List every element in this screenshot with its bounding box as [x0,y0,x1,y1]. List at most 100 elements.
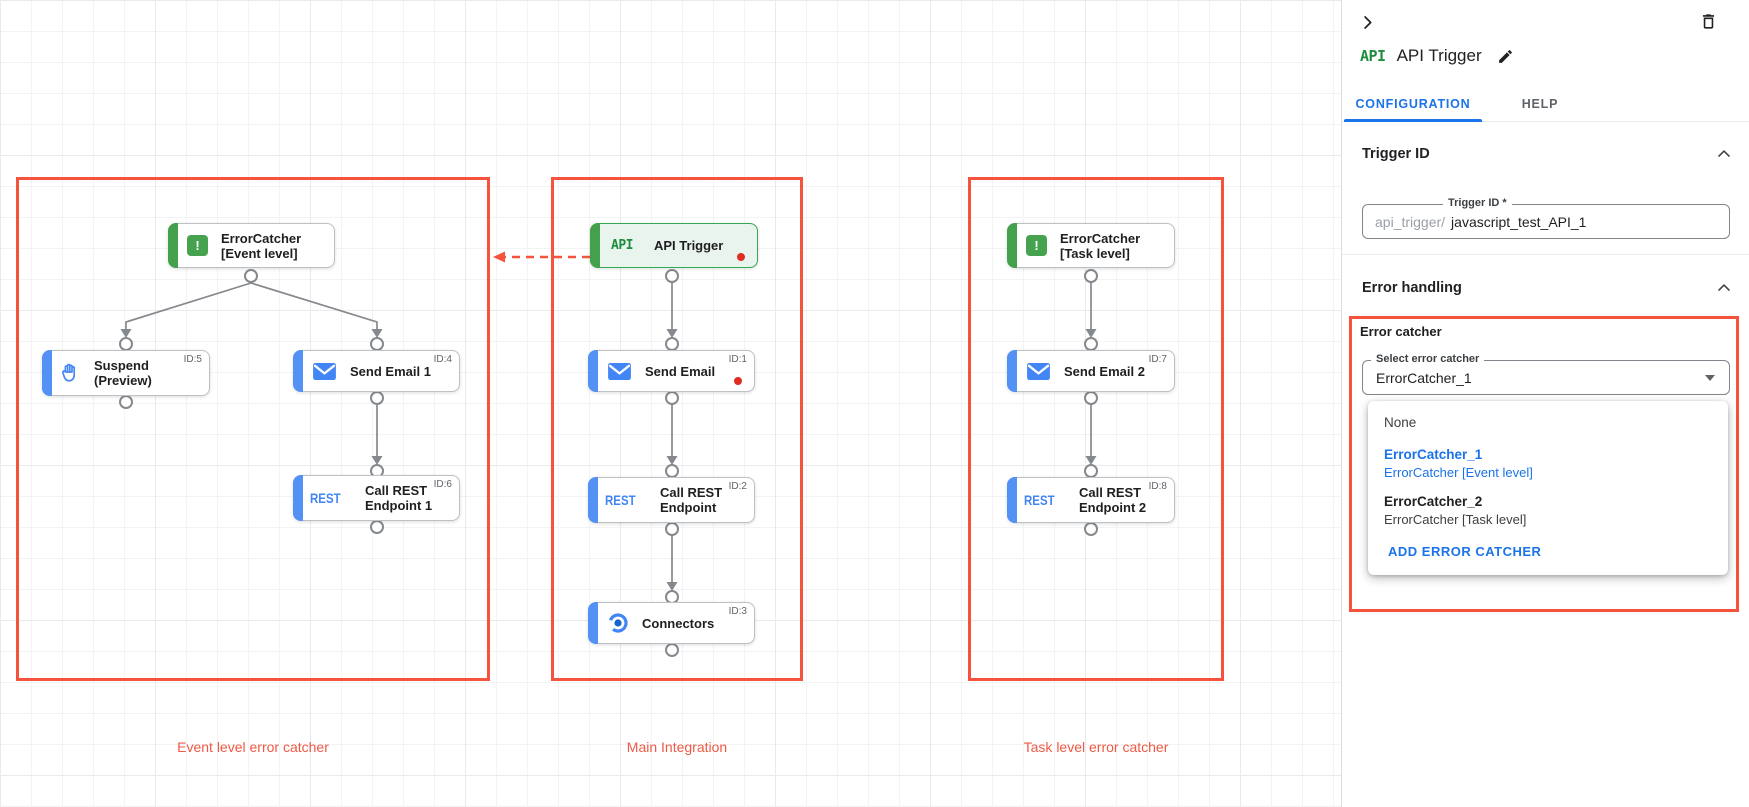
trigger-id-value: javascript_test_API_1 [1451,213,1587,230]
error-indicator-dot [737,253,745,261]
task-group-caption: Task level error catcher [1023,739,1169,755]
node-accent-bar [588,602,598,644]
node-label: Call REST [660,485,723,500]
node-call-rest-endpoint[interactable]: REST Call REST Endpoint ID:2 [588,477,755,523]
email-icon [1026,362,1051,381]
node-label-line2: Endpoint 2 [1079,500,1147,515]
active-tab-underline [1344,119,1482,122]
option-description: ErrorCatcher [Task level] [1384,512,1527,527]
task-id-badge: ID:2 [728,481,747,492]
task-id-badge: ID:8 [1148,481,1167,492]
menu-option-errorcatcher-1[interactable]: ErrorCatcher_1 ErrorCatcher [Event level… [1384,446,1712,482]
node-label: Call REST [1079,485,1142,500]
email-icon [607,362,632,381]
node-label: Call REST [365,483,428,498]
node-call-rest-endpoint-1[interactable]: REST Call REST Endpoint 1 ID:6 [293,475,460,521]
node-label-line2: [Task level] [1060,245,1130,261]
node-label: Send Email [645,363,716,379]
delete-trigger-button[interactable] [1697,10,1719,32]
node-api-trigger[interactable]: API API Trigger [590,223,758,268]
node-accent-bar [293,350,303,392]
node-label-line2: Endpoint 1 [365,498,433,513]
node-accent-bar [168,223,178,268]
tab-help[interactable]: HELP [1484,86,1596,121]
error-catcher-icon: ! [1026,235,1047,256]
panel-tabs: CONFIGURATION HELP [1342,86,1749,122]
rest-icon: REST [1024,492,1055,508]
node-label: Send Email 2 [1064,363,1145,379]
node-call-rest-endpoint-2[interactable]: REST Call REST Endpoint 2 ID:8 [1007,477,1175,523]
menu-option-errorcatcher-2[interactable]: ErrorCatcher_2 ErrorCatcher [Task level] [1384,493,1712,529]
node-accent-bar [590,223,600,268]
node-errorcatcher-task-level[interactable]: ! ErrorCatcher [Task level] [1007,223,1175,268]
error-indicator-dot [734,377,742,385]
trigger-id-prefix: api_trigger/ [1375,213,1446,230]
menu-option-none[interactable]: None [1384,415,1417,430]
collapse-panel-button[interactable] [1356,11,1378,33]
node-label-line2: [Event level] [221,245,298,261]
error-catcher-group-label: Error catcher [1360,324,1442,339]
node-label: ErrorCatcher [1060,230,1141,246]
event-group-highlight-rect [16,177,490,681]
email-icon [312,362,337,381]
node-send-email[interactable]: Send Email ID:1 [588,350,755,392]
task-id-badge: ID:5 [183,354,202,365]
error-handling-section-title: Error handling [1362,280,1462,296]
task-group-highlight-rect [968,177,1224,681]
node-accent-bar [1007,350,1017,392]
node-label: API Trigger [654,238,724,253]
select-error-catcher-label: Select error catcher [1371,353,1485,365]
node-send-email-1[interactable]: Send Email 1 ID:4 [293,350,460,392]
select-error-catcher-dropdown[interactable]: Select error catcher ErrorCatcher_1 [1362,353,1730,395]
edit-title-button[interactable] [1495,45,1517,67]
node-label: Suspend [94,358,149,373]
section-divider [1342,254,1749,255]
option-name: ErrorCatcher_2 [1384,494,1483,509]
node-label: Connectors [642,615,715,631]
collapse-section-icon[interactable] [1713,277,1735,299]
chevron-down-icon [1705,375,1715,381]
task-id-badge: ID:3 [728,606,747,617]
node-accent-bar [42,350,52,396]
config-panel: API API Trigger CONFIGURATION HELP Trigg… [1341,0,1749,807]
add-error-catcher-button[interactable]: ADD ERROR CATCHER [1388,544,1542,559]
tab-configuration[interactable]: CONFIGURATION [1342,86,1484,122]
task-id-badge: ID:7 [1148,354,1167,365]
error-catcher-highlight-rect [1349,316,1739,612]
node-label: ErrorCatcher [221,230,302,246]
connector-overlay [119,251,1098,657]
api-trigger-icon: API [1360,47,1386,65]
trigger-id-section-title: Trigger ID [1362,146,1430,162]
rest-icon: REST [310,490,341,506]
node-label-line2: (Preview) [94,373,152,388]
select-error-catcher-value: ErrorCatcher_1 [1376,369,1472,386]
panel-title: API Trigger [1396,46,1482,65]
trigger-id-field[interactable]: Trigger ID * api_trigger/ javascript_tes… [1362,197,1730,239]
trigger-id-field-label: Trigger ID * [1443,197,1512,209]
canvas[interactable]: ! ErrorCatcher [Event level] Suspend (Pr… [0,0,1341,807]
main-group-highlight-rect [551,177,803,681]
node-accent-bar [1007,223,1017,268]
node-send-email-2[interactable]: Send Email 2 ID:7 [1007,350,1175,392]
event-group-caption: Event level error catcher [177,739,329,755]
main-group-caption: Main Integration [626,739,728,755]
node-accent-bar [1007,477,1017,523]
node-accent-bar [588,350,598,392]
tab-configuration-label: CONFIGURATION [1355,96,1471,111]
connectors-icon [607,612,629,634]
task-id-badge: ID:4 [433,354,452,365]
api-trigger-icon: API [611,238,633,253]
error-catcher-icon: ! [187,235,208,256]
node-errorcatcher-event-level[interactable]: ! ErrorCatcher [Event level] [168,223,335,268]
node-suspend-preview[interactable]: Suspend (Preview) ID:5 [42,350,210,396]
error-link-dashed-arrow [493,251,590,263]
collapse-section-icon[interactable] [1713,143,1735,165]
task-id-badge: ID:6 [433,479,452,490]
node-connectors[interactable]: Connectors ID:3 [588,602,755,644]
option-name: ErrorCatcher_1 [1384,447,1483,462]
task-id-badge: ID:1 [728,354,747,365]
node-accent-bar [588,477,598,523]
suspend-hand-icon [59,362,81,384]
tab-help-label: HELP [1521,96,1559,111]
